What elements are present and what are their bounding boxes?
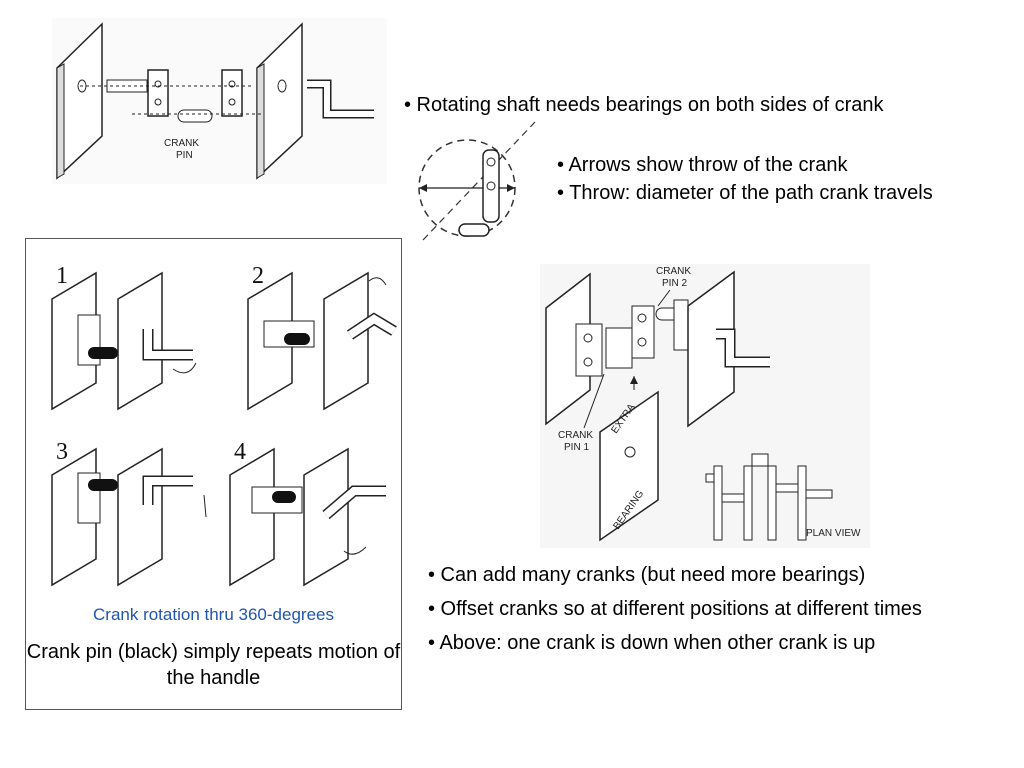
rotation-caption-body: Crank pin (black) simply repeats motion … (26, 641, 401, 689)
rotation-caption-title: Crank rotation thru 360-degrees (93, 605, 334, 624)
bullet-bearings: • Rotating shaft needs bearings on both … (404, 94, 884, 116)
crank-pin-1-label-2: PIN 1 (564, 442, 589, 453)
bullet-offset-cranks: • Offset cranks so at different position… (428, 598, 922, 620)
step-number-4: 4 (234, 439, 246, 465)
step-number-3: 3 (56, 439, 68, 465)
crank-pin-label: CRANK (164, 138, 199, 149)
step-number-2: 2 (252, 263, 264, 289)
crank-pin-2-label-2: PIN 2 (662, 278, 687, 289)
crank-pin-1-label: CRANK (558, 430, 593, 441)
step-number-1: 1 (56, 263, 68, 289)
plan-view-label: PLAN VIEW (806, 528, 861, 539)
bullet-many-cranks: • Can add many cranks (but need more bea… (428, 564, 866, 586)
crank-assembly-figure: CRANK PIN (52, 18, 387, 184)
crank-throw-figure (415, 120, 540, 248)
multi-crank-figure: CRANK PIN 2 CRANK PIN 1 EXTRA BEARING PL… (540, 264, 870, 548)
crank-rotation-panel: 1 2 3 (25, 238, 402, 710)
bullet-arrows: • Arrows show throw of the crank (557, 154, 848, 176)
bullet-above: • Above: one crank is down when other cr… (428, 632, 876, 654)
crank-pin-2-label: CRANK (656, 266, 691, 277)
bullet-throw: • Throw: diameter of the path crank trav… (557, 182, 933, 204)
crank-pin-label-2: PIN (176, 150, 193, 161)
